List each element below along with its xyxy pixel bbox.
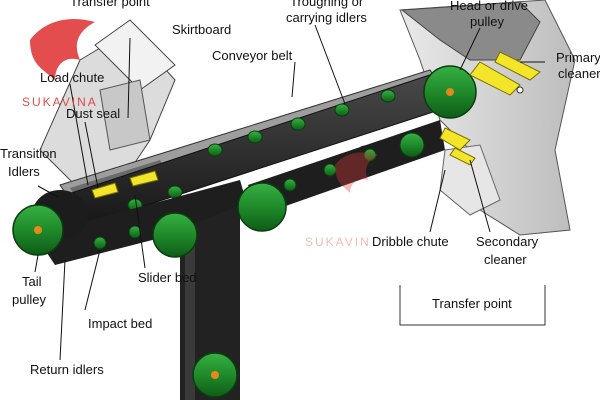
red-lion-logo-icon xyxy=(30,19,95,80)
label-conveyor-belt: Conveyor belt xyxy=(212,48,293,63)
label-transfer-point-bottom: Transfer point xyxy=(432,296,512,311)
label-tail-2: pulley xyxy=(12,292,46,307)
brand-text-top: SUKAVINA xyxy=(22,95,98,109)
label-primary-1: Primary xyxy=(556,50,600,65)
label-load-chute: Load chute xyxy=(40,70,104,85)
red-lion-logo-icon xyxy=(335,152,378,193)
label-primary-2: cleaner xyxy=(558,66,600,81)
brand-logo-center: SUKAVIN xyxy=(305,152,378,249)
label-slider-bed: Slider bed xyxy=(138,270,197,285)
transfer-point-bracket xyxy=(399,285,546,326)
bend-pulley xyxy=(237,182,287,232)
label-secondary-2: cleaner xyxy=(484,252,527,267)
label-dribble-chute: Dribble chute xyxy=(372,234,449,249)
label-secondary-1: Secondary xyxy=(476,234,539,249)
label-transition-2: Idlers xyxy=(8,164,40,179)
impact-bed-roller xyxy=(152,212,198,258)
leader-lines xyxy=(34,24,545,361)
label-tail-1: Tail xyxy=(22,274,42,289)
label-return-idlers: Return idlers xyxy=(30,362,104,377)
label-troughing-2: carrying idlers xyxy=(286,10,367,25)
return-idlers xyxy=(93,148,377,250)
brand-text-center: SUKAVIN xyxy=(305,235,371,249)
takeup-pulley xyxy=(192,352,238,398)
primary-cleaner xyxy=(469,51,541,96)
label-head-2: pulley xyxy=(470,14,504,29)
label-dust-seal: Dust seal xyxy=(66,106,120,121)
head-drive-pulley xyxy=(423,65,477,119)
snub-pulley xyxy=(399,132,425,158)
labels: Transfer point Skirtboard Troughing or c… xyxy=(0,0,600,377)
secondary-cleaner xyxy=(439,127,476,166)
label-skirtboard: Skirtboard xyxy=(172,22,231,37)
label-transition-1: Transition xyxy=(0,146,57,161)
slider-bed xyxy=(91,170,159,199)
label-transfer-point-top: Transfer point xyxy=(70,0,150,9)
head-chute-housing xyxy=(399,0,576,236)
load-chute xyxy=(39,19,176,186)
brand-logo-top: SUKAVINA xyxy=(22,19,98,109)
tail-pulley xyxy=(12,190,88,256)
label-troughing-1: Troughing or xyxy=(290,0,364,9)
label-head-1: Head or drive xyxy=(450,0,528,13)
return-belt xyxy=(35,120,445,400)
label-impact-bed: Impact bed xyxy=(88,316,152,331)
